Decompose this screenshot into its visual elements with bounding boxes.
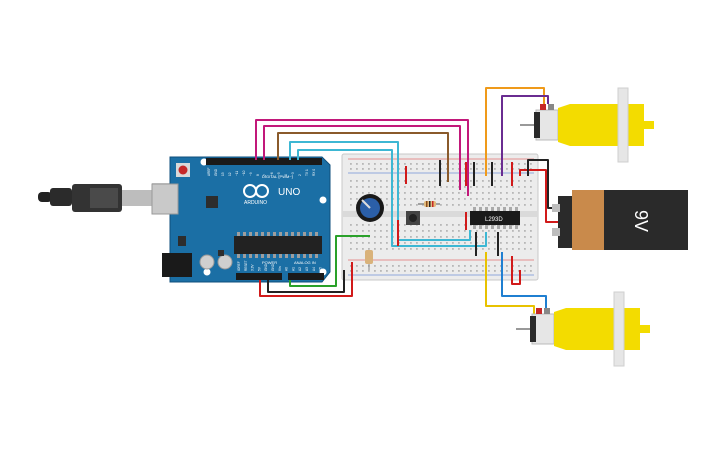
reset-button[interactable] [178, 165, 188, 175]
wire-magenta-1[interactable] [255, 119, 469, 196]
pin-label: 13 [221, 172, 225, 176]
pin-label: GND [214, 168, 218, 176]
digital-header-label: DIGITAL (PWM~) [262, 174, 294, 179]
pin-label: A1 [291, 267, 295, 271]
wire-black-gnd[interactable] [267, 270, 345, 293]
pin-label: 7 [263, 174, 267, 176]
pin-label: A3 [305, 267, 309, 271]
pin-label: ~10 [242, 170, 246, 176]
dc-motor-bottom[interactable] [516, 291, 650, 367]
battery-9v[interactable]: 9V [552, 190, 688, 250]
power-header-label: POWER [262, 260, 277, 265]
pin-label: 2 [298, 174, 302, 176]
board-model: UNO [278, 187, 300, 198]
arduino-logo-icon [243, 184, 269, 198]
digital-header [206, 158, 322, 165]
wire-red-bottom[interactable] [511, 256, 521, 285]
pin-label: RX 0 [312, 169, 316, 176]
pin-label: A4 [312, 267, 316, 271]
pin-label: A2 [298, 267, 302, 271]
wire-cyan-1[interactable] [289, 141, 471, 241]
pin-label: AREF [207, 167, 211, 176]
wire-red-power[interactable] [259, 262, 353, 297]
wires [255, 87, 560, 318]
battery-label: 9V [631, 210, 651, 232]
pin-label: 12 [228, 172, 232, 176]
pin-label: A0 [285, 267, 289, 271]
wire-red-battery[interactable] [519, 169, 560, 223]
dc-motor-top[interactable] [520, 87, 654, 163]
pin-label: 3.3V [251, 264, 255, 271]
pin-label: ~5 [277, 172, 281, 176]
analog-header-label: ANALOG IN [294, 260, 316, 265]
pin-label: RESET [244, 260, 248, 271]
power-jack [162, 253, 192, 277]
pin-label: ~11 [235, 171, 239, 176]
pin-label: GND [271, 263, 275, 271]
pin-label: 8 [256, 174, 260, 176]
pin-label: 4 [284, 174, 288, 176]
capacitor[interactable] [365, 250, 373, 270]
wire-magenta-2[interactable] [263, 125, 461, 190]
wire-cyan-2[interactable] [297, 149, 487, 247]
pin-label: TX 1 [305, 169, 309, 176]
wire-purple[interactable] [501, 95, 549, 176]
wire-brown[interactable] [277, 132, 449, 182]
wire-yellow-motor[interactable] [485, 252, 535, 318]
logo-text: ARDUINO [244, 200, 267, 206]
power-header [236, 273, 282, 280]
pin-label: 5V [257, 266, 261, 271]
wire-green-analog[interactable] [289, 235, 370, 287]
wire-blue-motor[interactable] [501, 252, 547, 318]
resistor[interactable] [418, 201, 440, 207]
push-button[interactable] [406, 211, 420, 225]
pin-label: IOREF [237, 261, 241, 271]
motor-driver-label: L293D [485, 217, 503, 223]
potentiometer[interactable] [356, 194, 384, 222]
pin-label: GND [264, 263, 268, 271]
analog-header [288, 273, 324, 280]
microcontroller-chip [234, 236, 322, 254]
arduino-uno[interactable]: UNO ARDUINO DIGITAL (PWM~) POWER ANALOG … [151, 156, 331, 283]
pin-label: ~9 [249, 172, 253, 176]
pin-label: A5 [319, 267, 323, 271]
pin-label: ~3 [291, 172, 295, 176]
motor-driver-chip[interactable]: L293D [470, 207, 520, 229]
pin-label: ~6 [270, 172, 274, 176]
pin-label: Vin [278, 266, 282, 271]
usb-port [151, 183, 179, 215]
